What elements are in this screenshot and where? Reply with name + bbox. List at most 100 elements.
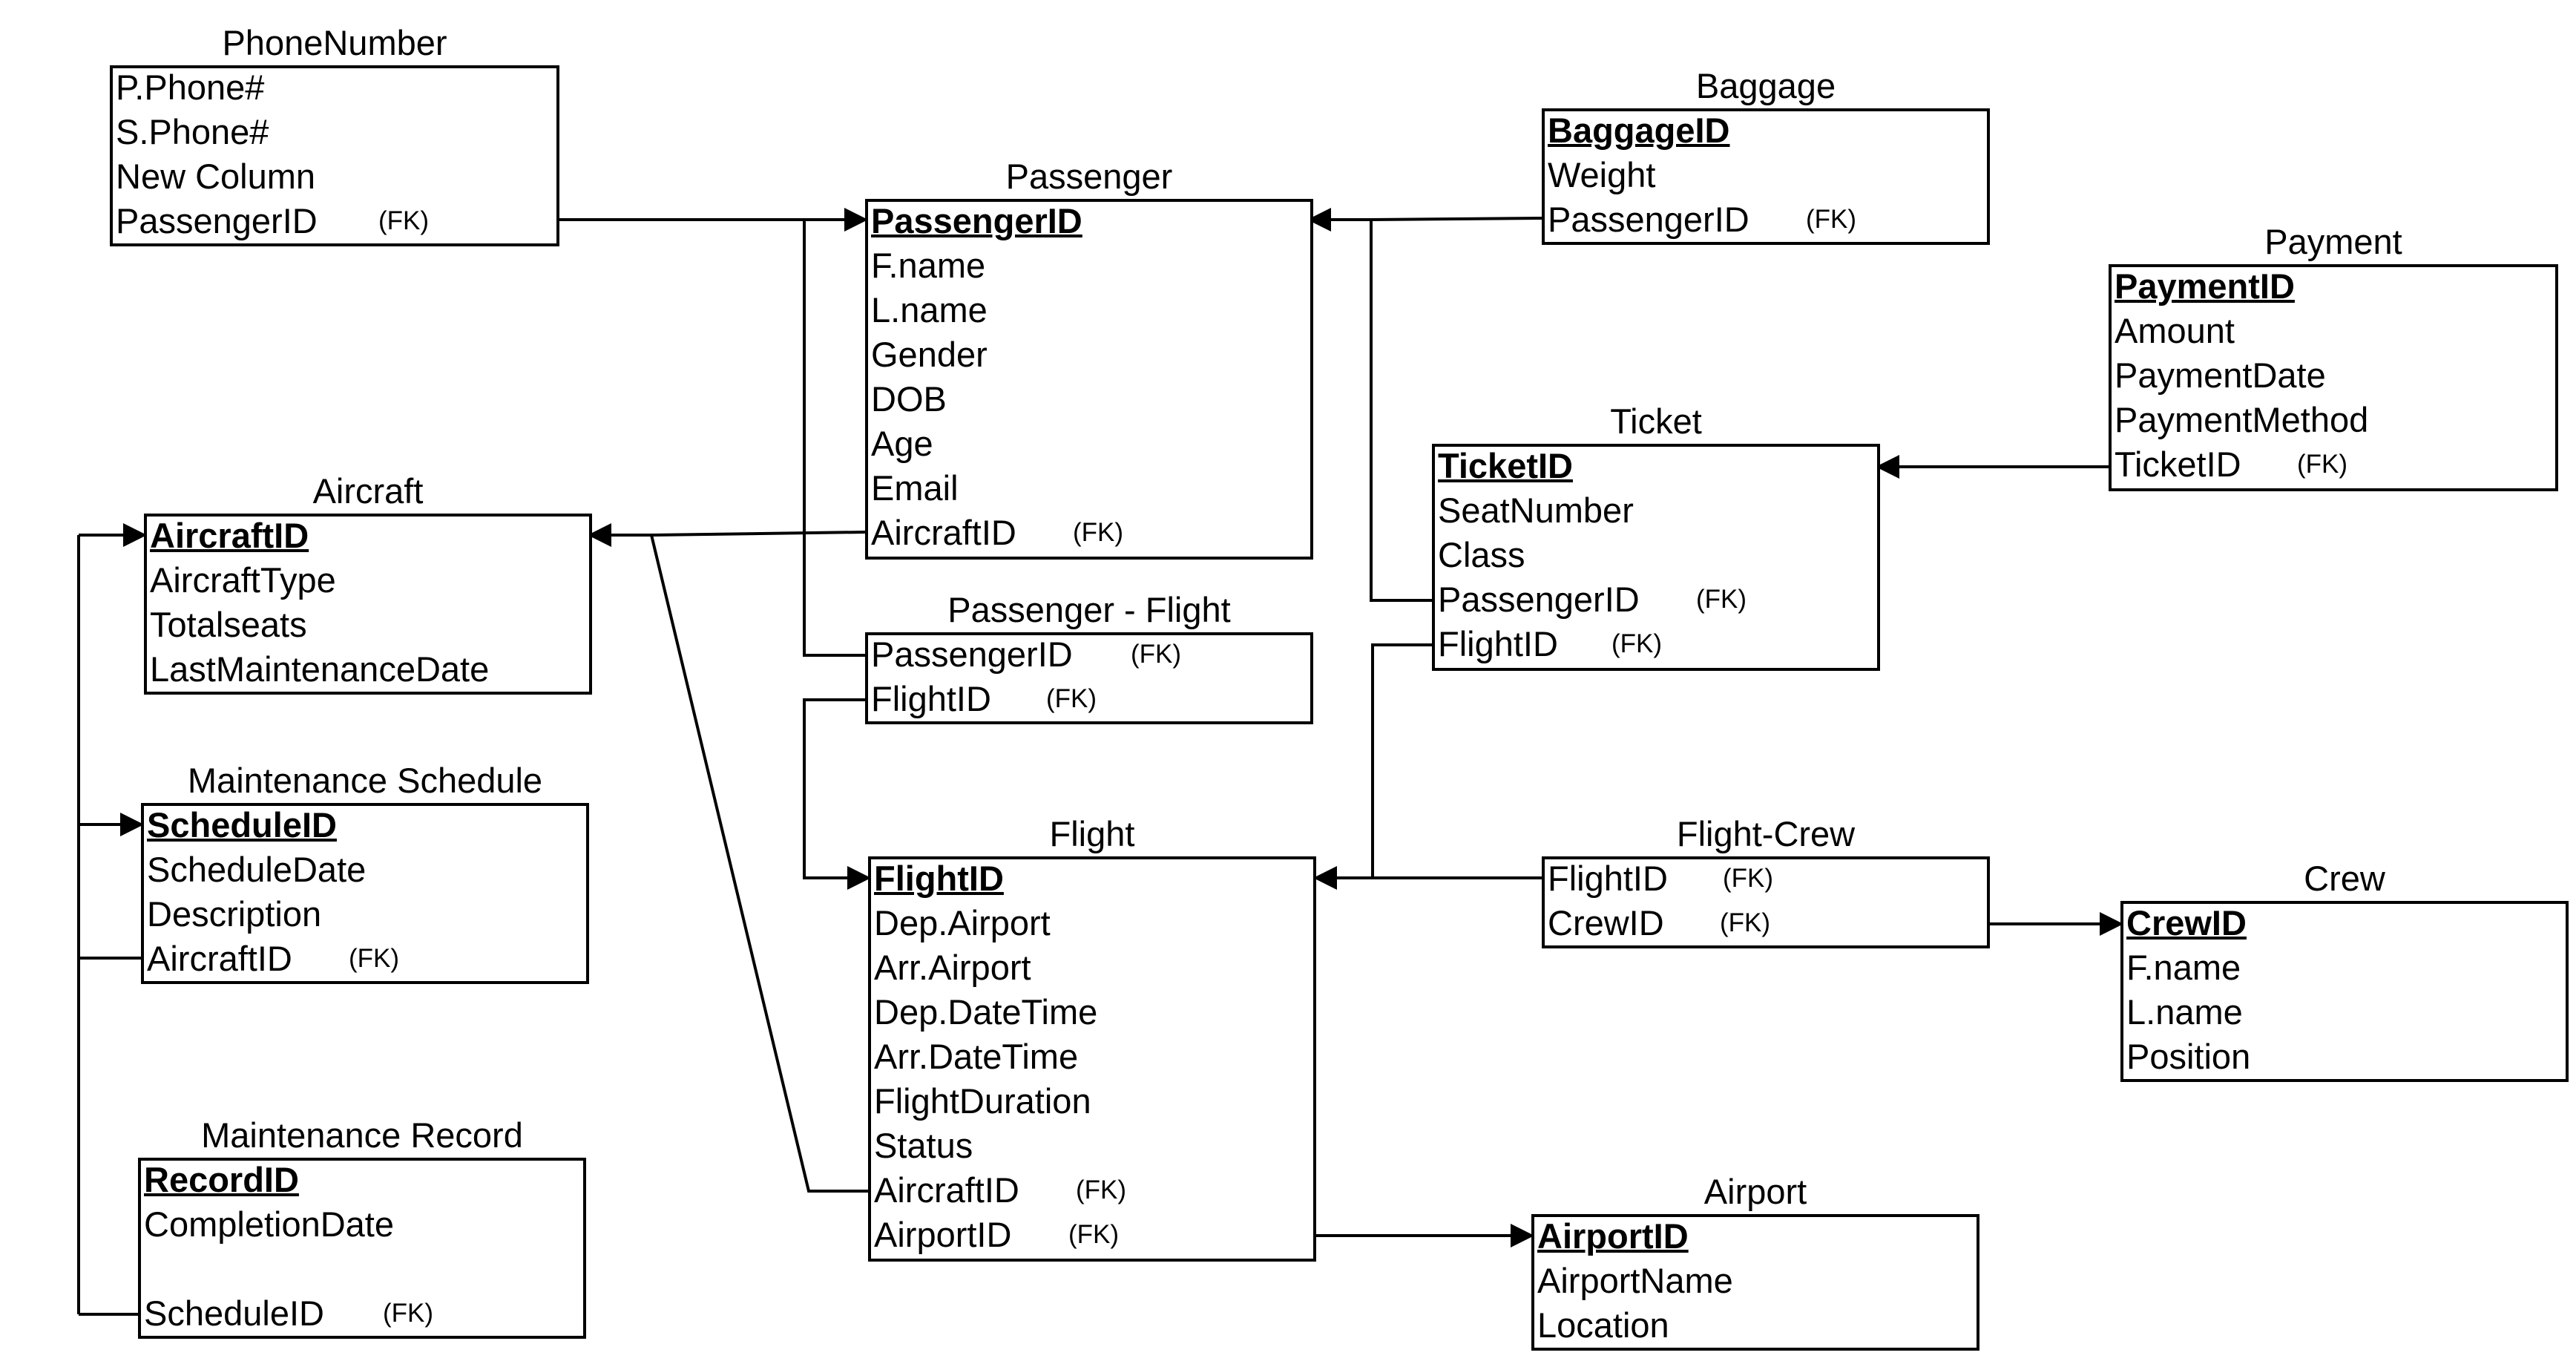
attribute: AircraftID	[147, 939, 292, 978]
entity-passenger: Passenger PassengerID F.name L.name Gend…	[865, 157, 1313, 560]
entity-airport: Airport AirportID AirportName Location	[1531, 1173, 1979, 1351]
primary-key-attribute: RecordID	[144, 1160, 299, 1199]
primary-key-attribute: PassengerID	[871, 201, 1082, 240]
entity-flight: Flight FlightID Dep.Airport Arr.Airport …	[868, 815, 1316, 1262]
entity-title: Passenger - Flight	[947, 590, 1231, 629]
entity-box	[865, 632, 1313, 724]
fk-marker: (FK)	[349, 944, 400, 973]
primary-key-attribute: BaggageID	[1548, 111, 1730, 150]
attribute: FlightID	[871, 679, 991, 718]
fk-marker: (FK)	[1073, 518, 1124, 547]
entity-aircraft: Aircraft AircraftID AircraftType Totalse…	[144, 472, 592, 695]
fk-marker: (FK)	[378, 206, 430, 235]
fk-marker: (FK)	[1076, 1176, 1127, 1204]
attribute: P.Phone#	[116, 68, 265, 107]
entity-phonenumber: PhoneNumber P.Phone# S.Phone# New Column…	[110, 24, 559, 246]
attribute: SeatNumber	[1438, 491, 1634, 530]
entity-box	[1542, 856, 1990, 948]
entity-title: Maintenance Schedule	[187, 761, 543, 800]
connector-flight-aircraft	[650, 534, 868, 1193]
primary-key-attribute: AircraftID	[150, 516, 309, 555]
entity-box	[1542, 108, 1990, 245]
entity-ticket: Ticket TicketID SeatNumber Class Passeng…	[1432, 402, 1880, 671]
attribute: PaymentMethod	[2115, 400, 2369, 439]
attribute: TicketID	[2115, 445, 2241, 484]
attribute: New Column	[116, 157, 316, 196]
attribute: Arr.DateTime	[874, 1037, 1079, 1076]
entity-crew: Crew CrewID F.name L.name Position	[2120, 859, 2569, 1082]
entity-box	[868, 856, 1316, 1262]
fk-marker: (FK)	[1068, 1220, 1120, 1249]
attribute: Class	[1438, 535, 1525, 574]
attribute: AirportID	[874, 1215, 1012, 1254]
attribute: PassengerID	[871, 635, 1073, 674]
attribute: AircraftID	[874, 1170, 1019, 1210]
entity-title: Airport	[1703, 1172, 1807, 1211]
attribute: AircraftType	[150, 560, 336, 600]
connector-ticket-passenger	[1370, 220, 1432, 602]
primary-key-attribute: CrewID	[2126, 903, 2247, 942]
entity-box	[1432, 444, 1880, 671]
attribute: Description	[147, 894, 322, 934]
fk-marker: (FK)	[1696, 585, 1747, 614]
fk-marker: (FK)	[2297, 450, 2348, 479]
attribute: Gender	[871, 335, 988, 374]
entity-box	[2120, 901, 2569, 1082]
entity-title: Aircraft	[312, 471, 424, 511]
attribute: S.Phone#	[116, 112, 269, 151]
primary-key-attribute: AirportID	[1537, 1216, 1689, 1256]
attribute: FlightID	[1548, 859, 1668, 898]
attribute: Arr.Airport	[874, 948, 1031, 987]
entity-title: Flight	[1049, 814, 1135, 853]
entity-title: PhoneNumber	[222, 23, 447, 62]
attribute: Dep.Airport	[874, 903, 1051, 942]
attribute: PassengerID	[116, 201, 318, 240]
fk-marker: (FK)	[1806, 205, 1857, 234]
primary-key-attribute: ScheduleID	[147, 805, 337, 845]
entity-maintenance-schedule: Maintenance Schedule ScheduleID Schedule…	[141, 761, 589, 984]
attribute: LastMaintenanceDate	[150, 649, 490, 689]
attribute: L.name	[2126, 992, 2243, 1032]
connector-baggage-passenger	[1307, 208, 1542, 232]
attribute: Amount	[2115, 311, 2235, 350]
attribute: F.name	[2126, 948, 2241, 987]
attribute: Email	[871, 468, 959, 508]
attribute: PaymentDate	[2115, 355, 2326, 395]
attribute: AircraftID	[871, 513, 1016, 552]
attribute: L.name	[871, 290, 988, 329]
attribute: CompletionDate	[144, 1204, 395, 1244]
entity-box	[110, 65, 559, 246]
fk-marker: (FK)	[1723, 864, 1774, 893]
connector-ticket-flight	[1371, 643, 1432, 878]
entity-box	[144, 514, 592, 695]
entity-baggage: Baggage BaggageID Weight PassengerID (FK…	[1542, 67, 1990, 245]
entity-title: Crew	[2304, 859, 2385, 898]
fk-marker: (FK)	[1720, 908, 1771, 937]
fk-marker: (FK)	[1046, 684, 1097, 713]
attribute: CrewID	[1548, 903, 1664, 942]
attribute: Age	[871, 424, 933, 463]
entity-title: Passenger	[1005, 157, 1173, 196]
entity-title: Maintenance Record	[201, 1115, 523, 1155]
attribute: ScheduleDate	[147, 850, 367, 889]
connector-passengerflight-flight	[803, 698, 871, 890]
entity-box	[865, 199, 1313, 560]
primary-key-attribute: FlightID	[874, 859, 1004, 898]
attribute: ScheduleID	[144, 1293, 324, 1333]
attribute: Dep.DateTime	[874, 992, 1098, 1032]
entity-title: Flight-Crew	[1676, 814, 1856, 853]
entity-title: Baggage	[1695, 66, 1836, 105]
attribute: Status	[874, 1126, 973, 1165]
entity-title: Ticket	[1610, 401, 1702, 441]
attribute: DOB	[871, 379, 947, 419]
fk-marker: (FK)	[1131, 640, 1182, 669]
entity-box	[138, 1158, 586, 1339]
entity-box	[141, 803, 589, 984]
connector-passenger-aircraft	[588, 523, 866, 547]
attribute: FlightID	[1438, 624, 1558, 663]
attribute: Totalseats	[150, 605, 307, 644]
primary-key-attribute: TicketID	[1438, 446, 1573, 485]
connector-passengerflight-passenger	[803, 220, 865, 657]
attribute: Location	[1537, 1305, 1669, 1345]
